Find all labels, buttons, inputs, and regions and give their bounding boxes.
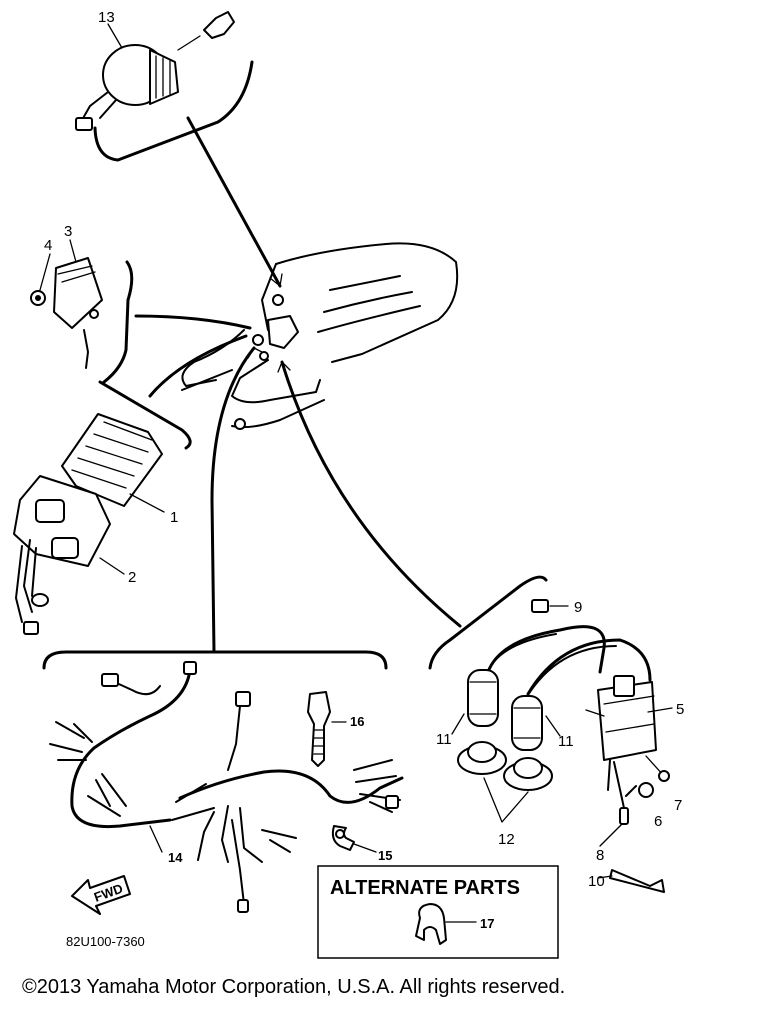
harness-bracket: [42, 650, 388, 670]
part-label-11b: 11: [558, 733, 574, 750]
part-label-12: 12: [498, 831, 515, 848]
part-label-7: 7: [674, 797, 682, 814]
part-label-1: 1: [170, 509, 178, 526]
part-label-10: 10: [588, 873, 605, 890]
rectifier-illustration: [30, 257, 134, 384]
alternate-parts-box: ALTERNATE PARTS: [317, 865, 559, 959]
alternate-parts-title: ALTERNATE PARTS: [330, 877, 520, 899]
part-label-16: 16: [350, 714, 364, 729]
part-label-14: 14: [168, 850, 183, 865]
part-label-17: 17: [480, 916, 494, 931]
part-label-6: 6: [654, 813, 662, 830]
part-label-5: 5: [676, 701, 684, 718]
clamp-illustration: [331, 825, 377, 853]
label-leaders: [39, 23, 673, 853]
drawing-code: 82U100-7360: [66, 934, 145, 949]
part-label-11a: 11: [436, 731, 452, 748]
part-label-2: 2: [128, 569, 136, 586]
part-label-9: 9: [574, 599, 582, 616]
part-label-8: 8: [596, 847, 604, 864]
part-label-13: 13: [98, 9, 115, 26]
copyright-notice: ©2013 Yamaha Motor Corporation, U.S.A. A…: [22, 976, 566, 998]
leader-lines: [134, 116, 462, 654]
ignition-bracket: [428, 575, 548, 670]
band-illustration: [307, 691, 347, 767]
main-switch-illustration: [75, 11, 254, 162]
chassis-illustration: [181, 242, 459, 430]
part-labels: 1 2 3 4 5 6 7 8 9 10 11 11 12 13 14 15 1…: [44, 9, 684, 931]
part-label-4: 4: [44, 237, 52, 254]
part-label-15: 15: [378, 848, 392, 863]
fwd-arrow: FWD: [71, 875, 131, 915]
cdi-unit-illustration: [13, 380, 192, 635]
ignition-coil-illustration: [451, 599, 670, 893]
part-label-3: 3: [64, 223, 72, 240]
wire-harness-illustration: [49, 661, 404, 913]
